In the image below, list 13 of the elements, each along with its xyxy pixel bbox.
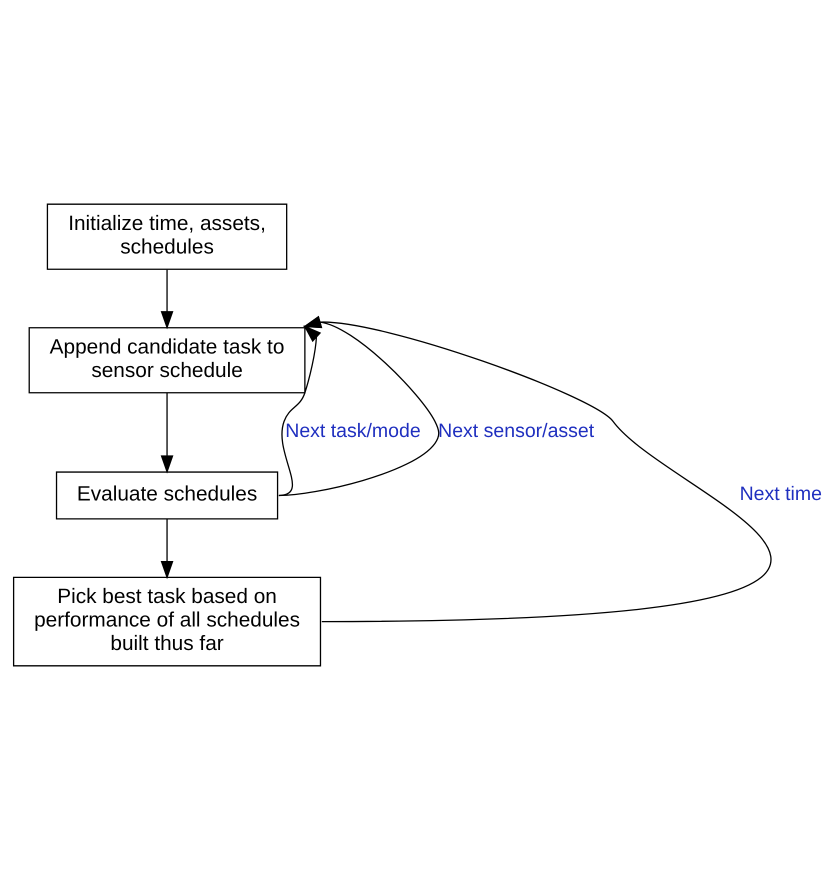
edge-label: Next time <box>740 482 822 505</box>
arrow <box>160 518 174 579</box>
node-box: Evaluate schedules <box>56 470 278 520</box>
arrow <box>278 324 322 496</box>
node-box: Append candidate task to sensor schedule <box>28 326 306 393</box>
arrow <box>160 269 174 329</box>
node-box: Initialize time, assets, schedules <box>46 203 288 270</box>
node-box: Pick best task based on performance of all schedules built thus far <box>12 576 322 666</box>
edge-label: Next task/mode <box>285 419 421 442</box>
arrow <box>302 315 770 622</box>
edge-label: Next sensor/asset <box>438 419 594 442</box>
arrow <box>160 392 174 474</box>
arrow <box>278 315 440 496</box>
